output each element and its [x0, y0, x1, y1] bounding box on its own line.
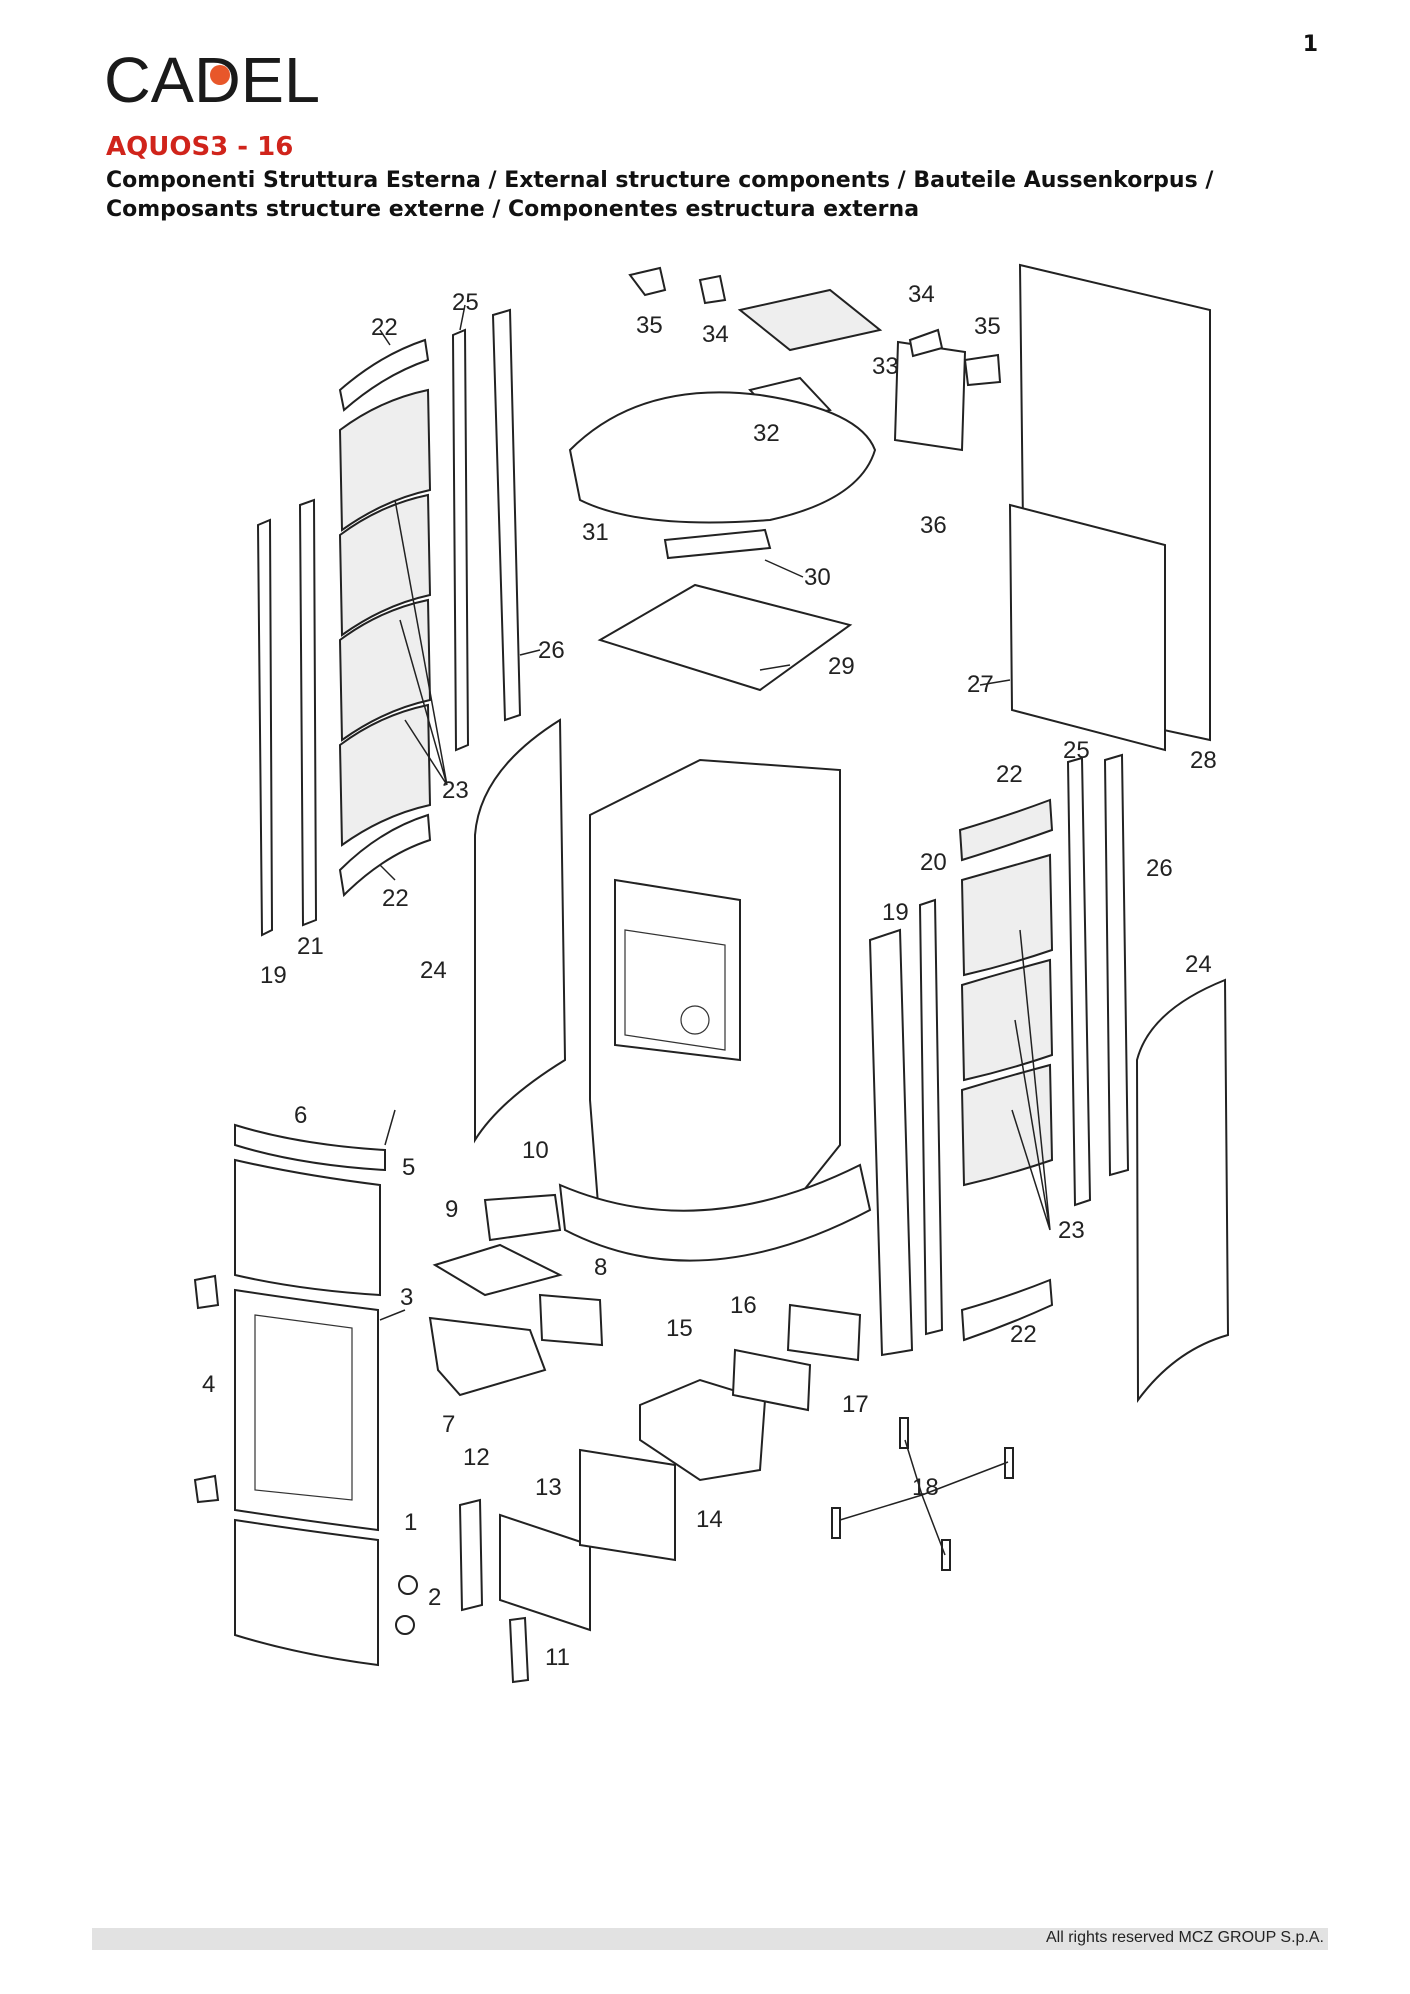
callout-28: 28: [1190, 747, 1217, 774]
left-side-panel-frame: [256, 308, 522, 937]
callout-22-top-left: 22: [371, 314, 398, 341]
stove-body: [558, 758, 872, 1262]
callout-25-right: 25: [1063, 737, 1090, 764]
model-title: AQUOS3 - 16: [106, 132, 294, 162]
callout-12: 12: [463, 1444, 490, 1471]
callout-21: 21: [297, 933, 324, 960]
callout-35-left: 35: [636, 312, 663, 339]
callout-35-right: 35: [974, 313, 1001, 340]
callout-32: 32: [753, 420, 780, 447]
callout-22-bottom-left: 22: [382, 885, 409, 912]
rear-panel: [1008, 263, 1211, 752]
callout-23-right: 23: [1058, 1217, 1085, 1244]
callout-30: 30: [804, 564, 831, 591]
callout-26-left: 26: [538, 637, 565, 664]
front-door-assembly: [193, 1123, 418, 1667]
top-assembly: [568, 266, 1002, 692]
callout-18: 18: [912, 1474, 939, 1501]
callout-15: 15: [666, 1315, 693, 1342]
callout-16: 16: [730, 1292, 757, 1319]
callout-19-left: 19: [260, 962, 287, 989]
copyright-notice: All rights reserved MCZ GROUP S.p.A.: [1046, 1929, 1324, 1946]
callout-34-right: 34: [908, 281, 935, 308]
callout-27: 27: [967, 671, 994, 698]
callout-36: 36: [920, 512, 947, 539]
callout-4: 4: [202, 1371, 215, 1398]
callout-5: 5: [402, 1154, 415, 1181]
page-number: 1: [1302, 32, 1318, 57]
logo-dot-icon: [210, 65, 230, 85]
callout-31: 31: [582, 519, 609, 546]
callout-14: 14: [696, 1506, 723, 1533]
lower-components: [428, 1193, 862, 1684]
callout-9: 9: [445, 1196, 458, 1223]
callout-3: 3: [400, 1284, 413, 1311]
left-side-tiles: [338, 338, 432, 898]
callout-1: 1: [404, 1509, 417, 1536]
callout-2: 2: [428, 1584, 441, 1611]
callout-29: 29: [828, 653, 855, 680]
callout-6: 6: [294, 1102, 307, 1129]
callout-20: 20: [920, 849, 947, 876]
leader-lines: [379, 304, 1051, 1556]
callout-24-left: 24: [420, 957, 447, 984]
callout-10: 10: [522, 1137, 549, 1164]
callout-34-left: 34: [702, 321, 729, 348]
callout-22-bottom-right: 22: [1010, 1321, 1037, 1348]
callout-13: 13: [535, 1474, 562, 1501]
right-side-assembly: [868, 753, 1230, 1404]
callout-19-right: 19: [882, 899, 909, 926]
callout-8: 8: [594, 1254, 607, 1281]
section-subtitle: Componenti Struttura Esterna / External …: [106, 168, 1214, 222]
adjustable-feet: [831, 1417, 1014, 1571]
callout-25-left: 25: [452, 289, 479, 316]
callout-22-top-right: 22: [996, 761, 1023, 788]
callout-26-right: 26: [1146, 855, 1173, 882]
part-callouts: 1 2 3 4 5 6 7 8 9 10 11 12 13 14 15 16 1…: [202, 281, 1217, 1671]
callout-24-right: 24: [1185, 951, 1212, 978]
callout-23-left: 23: [442, 777, 469, 804]
callout-17: 17: [842, 1391, 869, 1418]
footer-bar: [92, 1928, 1328, 1950]
left-curved-cover-panel: [474, 718, 567, 1144]
callout-11: 11: [545, 1644, 570, 1671]
callout-33: 33: [872, 353, 899, 380]
cadel-logo: CADEL: [104, 44, 320, 112]
callout-7: 7: [442, 1411, 455, 1438]
